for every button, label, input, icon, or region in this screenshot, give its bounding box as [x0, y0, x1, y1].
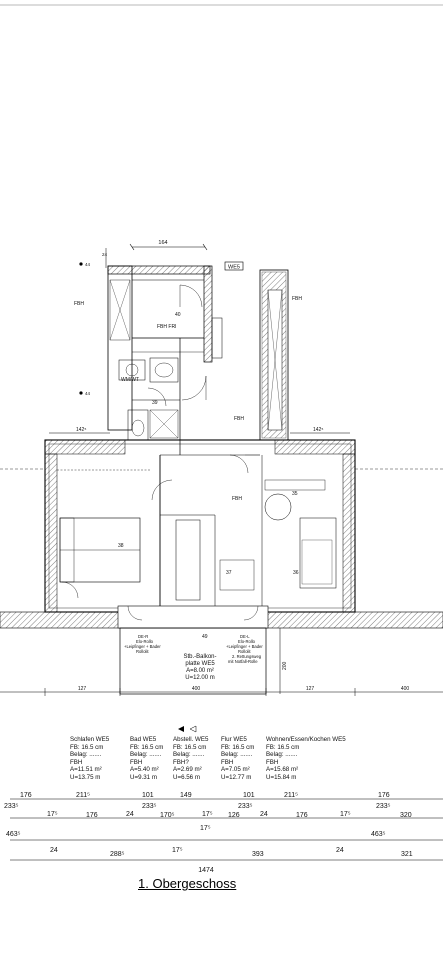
- balcony-left-note-2: Elo-Rollo: [136, 639, 154, 644]
- svg-text:126: 126: [228, 812, 240, 819]
- svg-text:233⁵: 233⁵: [376, 803, 391, 810]
- dim-row-2: 233⁵ 233⁵ 233⁵ 233⁵: [4, 803, 391, 810]
- svg-text:211⁵: 211⁵: [76, 792, 90, 799]
- dim-400-right: 400: [401, 686, 410, 692]
- balcony-dim-line: [0, 688, 443, 696]
- balcony-left-note-4: Rollolit: [136, 649, 149, 654]
- floor-title: 1. Obergeschoss: [138, 876, 237, 891]
- mark-fbh-1: FBH: [74, 301, 84, 307]
- svg-text:176: 176: [86, 812, 98, 819]
- svg-text:393: 393: [252, 851, 264, 858]
- balcony-left-note-3: +Leipfinger + Bader: [124, 644, 161, 649]
- svg-text:463⁵: 463⁵: [371, 831, 386, 838]
- balcony-label-1: Stb.-Balkon-: [183, 654, 216, 660]
- balcony-label-2: platte WE5: [185, 661, 215, 667]
- dim-row-3: 17⁵ 176 24 170⁵ 17⁵ 126 24 176 17⁵ 320: [47, 811, 412, 819]
- balcony-perimeter: U=12.00 m: [185, 675, 215, 681]
- dim-200: 200: [282, 661, 288, 670]
- bedroom-bed: [57, 469, 150, 599]
- dim-44-lower: 44: [85, 391, 91, 396]
- balcony-right-note-6: mit Notfall-Rolle: [228, 659, 258, 664]
- balcony-right-note-2: Elo-Rollo: [238, 639, 256, 644]
- dim-127-left: 127: [78, 686, 87, 692]
- level-marker: [79, 262, 83, 266]
- dim-127-right: 127: [306, 686, 315, 692]
- dim-400-mid: 400: [192, 686, 201, 692]
- dim-total: 1474: [198, 867, 214, 874]
- svg-text:101: 101: [142, 792, 154, 799]
- mark-fbh-fri: FBH FRI: [157, 324, 176, 330]
- svg-text:170⁵: 170⁵: [160, 812, 175, 819]
- svg-text:233⁵: 233⁵: [142, 803, 157, 810]
- upper-wall-block: [107, 265, 213, 455]
- mark-fbh-2: FBH: [234, 416, 244, 422]
- mark-fbh-3: FBH: [232, 496, 242, 502]
- mark-35: 35: [292, 491, 298, 497]
- room-info-schlafen: Schlafen WE5 FB: 16.5 cm Belag: ....... …: [70, 736, 110, 781]
- svg-text:24: 24: [336, 847, 344, 854]
- right-shaft: [259, 269, 289, 441]
- svg-text:233⁵: 233⁵: [238, 803, 253, 810]
- dim-142-right: 142⁵: [313, 427, 323, 433]
- svg-text:17⁵: 17⁵: [172, 847, 183, 854]
- svg-text:17⁵: 17⁵: [340, 811, 351, 818]
- svg-text:463⁵: 463⁵: [6, 831, 21, 838]
- svg-text:176: 176: [20, 792, 32, 799]
- room-info-wohnen: Wohnen/Essen/Kochen WE5 FB: 16.5 cm Bela…: [266, 736, 346, 781]
- dim-142-left: 142⁵: [76, 427, 86, 433]
- svg-text:288⁵: 288⁵: [110, 851, 125, 858]
- svg-text:211⁵: 211⁵: [284, 792, 298, 799]
- svg-text:320: 320: [400, 812, 412, 819]
- room-info-bad: Bad WE5 FB: 16.5 cm Belag: ....... FBH A…: [130, 736, 164, 781]
- svg-text:24: 24: [50, 847, 58, 854]
- dim-row-1: 176 211⁵ 101 149 101 211⁵ 176: [20, 792, 390, 799]
- bath-fixtures: [118, 317, 223, 441]
- door-swings-upper: [147, 284, 207, 407]
- section-arrow-icon: [178, 725, 197, 733]
- dim-row-4: 463⁵ 17⁵ 463⁵: [6, 825, 386, 838]
- mark-36: 36: [293, 570, 299, 576]
- svg-text:24: 24: [126, 811, 134, 818]
- svg-text:176: 176: [296, 812, 308, 819]
- svg-text:233⁵: 233⁵: [4, 803, 19, 810]
- unit-label: WE5: [228, 265, 240, 271]
- mark-40: 40: [175, 312, 181, 318]
- balcony-area: A=8.00 m²: [186, 668, 214, 674]
- svg-text:17⁵: 17⁵: [200, 825, 211, 832]
- level-marker: [79, 391, 83, 395]
- dim-44-upper: 44: [85, 262, 91, 267]
- balcony-right-note-1: DE-L: [240, 634, 250, 639]
- mark-38: 38: [118, 543, 124, 549]
- balcony-right-note-3: +Leipfinger + Bader: [226, 644, 263, 649]
- svg-text:17⁵: 17⁵: [202, 811, 213, 818]
- mark-fbh-4: FBH: [292, 296, 302, 302]
- mark-37: 37: [226, 570, 232, 576]
- mark-wm-wt: WM/WT: [121, 377, 139, 383]
- svg-text:176: 176: [378, 792, 390, 799]
- terrace-band: [0, 605, 443, 695]
- dim-24-top-left: 24: [102, 252, 108, 257]
- top-dimension-164: 164: [129, 240, 208, 251]
- mark-49: 49: [202, 634, 208, 640]
- svg-text:24: 24: [260, 811, 268, 818]
- mark-39: 39: [152, 400, 158, 406]
- balcony-left-note-1: DE-R: [138, 634, 148, 639]
- living-furniture: [151, 454, 337, 601]
- dim-164-label: 164: [158, 240, 167, 246]
- balcony-right-note-4: Rollolit: [238, 649, 251, 654]
- room-info-flur: Flur WE5 FB: 16.5 cm Belag: ....... FBH …: [221, 736, 255, 781]
- svg-text:149: 149: [180, 792, 192, 799]
- svg-text:17⁵: 17⁵: [47, 811, 58, 818]
- dim-row-5: 24 288⁵ 17⁵ 393 24 321: [50, 847, 413, 858]
- dimension-chains: [10, 798, 443, 861]
- svg-text:321: 321: [401, 851, 413, 858]
- balcony-right-note-5: 2. Rettungsweg: [232, 654, 262, 659]
- svg-text:101: 101: [243, 792, 255, 799]
- room-info-abstell: Abstell. WE5 FB: 16.5 cm Belag: ....... …: [173, 736, 209, 781]
